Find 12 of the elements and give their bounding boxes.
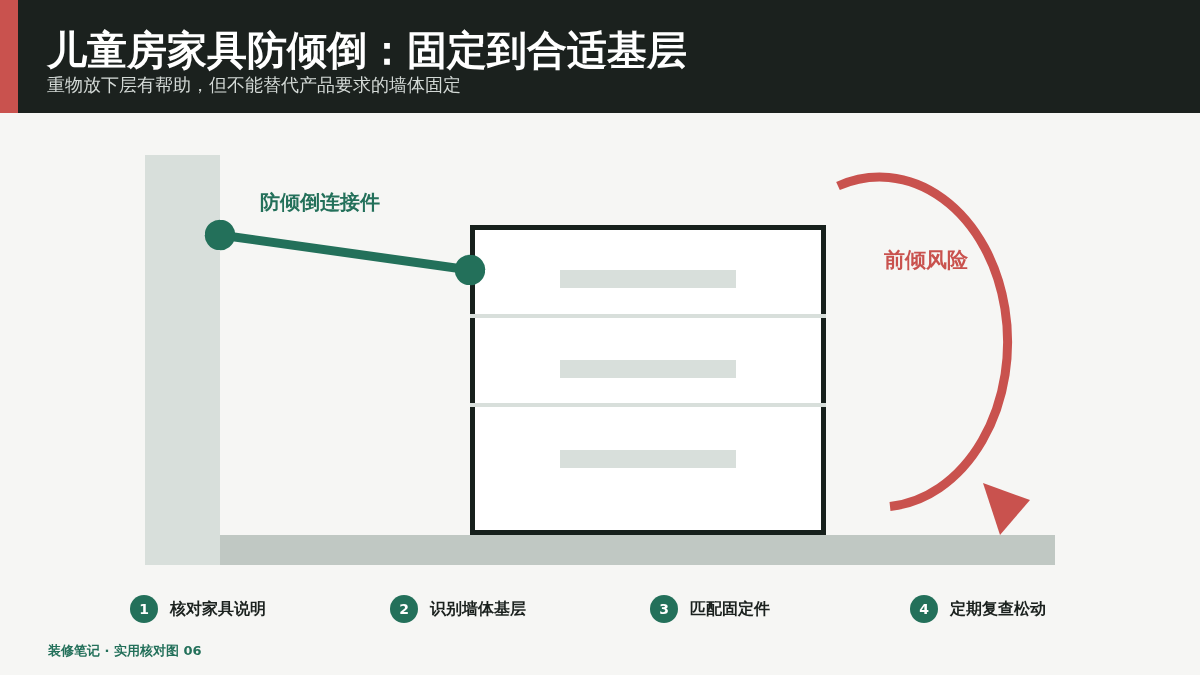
footer-note: 装修笔记 · 实用核对图 06 [48, 642, 202, 660]
step-label: 核对家具说明 [170, 598, 266, 620]
step-label: 匹配固定件 [690, 598, 770, 620]
tether-line [204, 219, 486, 286]
risk-label: 前倾风险 [884, 247, 968, 274]
wall [145, 155, 220, 565]
step-label: 定期复查松动 [950, 598, 1046, 620]
subtitle: 重物放下层有帮助，但不能替代产品要求的墙体固定 [47, 73, 461, 97]
title: 儿童房家具防倾倒：固定到合适基层 [47, 26, 687, 75]
dresser-drawing [470, 225, 826, 535]
step-label: 识别墙体基层 [430, 598, 526, 620]
floor [220, 535, 1055, 565]
